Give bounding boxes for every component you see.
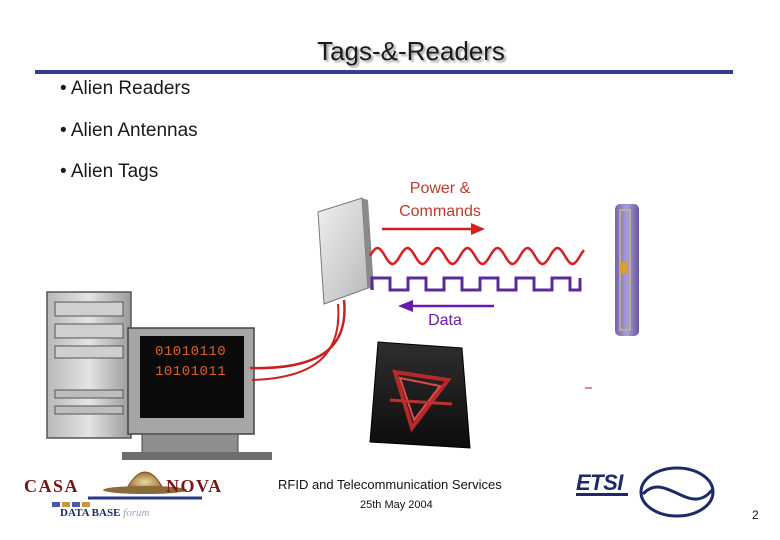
antenna-cable: [249, 299, 346, 370]
binary-line-1: 01010110: [155, 344, 227, 360]
power-label-line2: Commands: [399, 203, 481, 220]
title-divider: [35, 70, 733, 74]
data-arrowhead: [398, 300, 413, 312]
footer-date: 25th May 2004: [360, 499, 433, 511]
rfid-tag-icon: [615, 204, 639, 336]
power-commands-label: Power & Commands: [380, 177, 500, 223]
binary-line-2: 10101011: [155, 364, 227, 380]
database-text: DATA BASE: [60, 507, 121, 519]
power-label-line1: Power &: [409, 180, 471, 197]
footer-title: RFID and Telecommunication Services: [278, 477, 502, 492]
casanova-logo-text-a: CASA: [24, 476, 80, 496]
database-forum-logo: DATA BASE forum: [60, 507, 149, 519]
antenna-cable-2: [251, 303, 340, 381]
page-number: 2: [752, 508, 759, 522]
data-wave: [370, 276, 582, 292]
bullet-alien-tags: • Alien Tags: [60, 161, 159, 182]
bullet-alien-readers: • Alien Readers: [60, 78, 191, 99]
etsi-logo-icon: [576, 466, 715, 518]
slide-title: Tags-&-Readers: [317, 36, 505, 66]
power-wave: [368, 246, 585, 266]
power-arrowhead: [471, 223, 485, 235]
etsi-logo-text: ETSI: [576, 470, 623, 495]
monitor-icon: [122, 327, 272, 460]
bullet-alien-antennas: • Alien Antennas: [60, 120, 198, 141]
rfid-reader-icon: [369, 341, 471, 449]
antenna-panel-icon: [317, 197, 374, 305]
data-label: Data: [428, 312, 462, 329]
casanova-logo-text-b: NOVA: [166, 476, 223, 496]
computer-tower-icon: [46, 291, 132, 439]
forum-text: forum: [123, 507, 150, 519]
casanova-logo-icon: [52, 471, 202, 507]
